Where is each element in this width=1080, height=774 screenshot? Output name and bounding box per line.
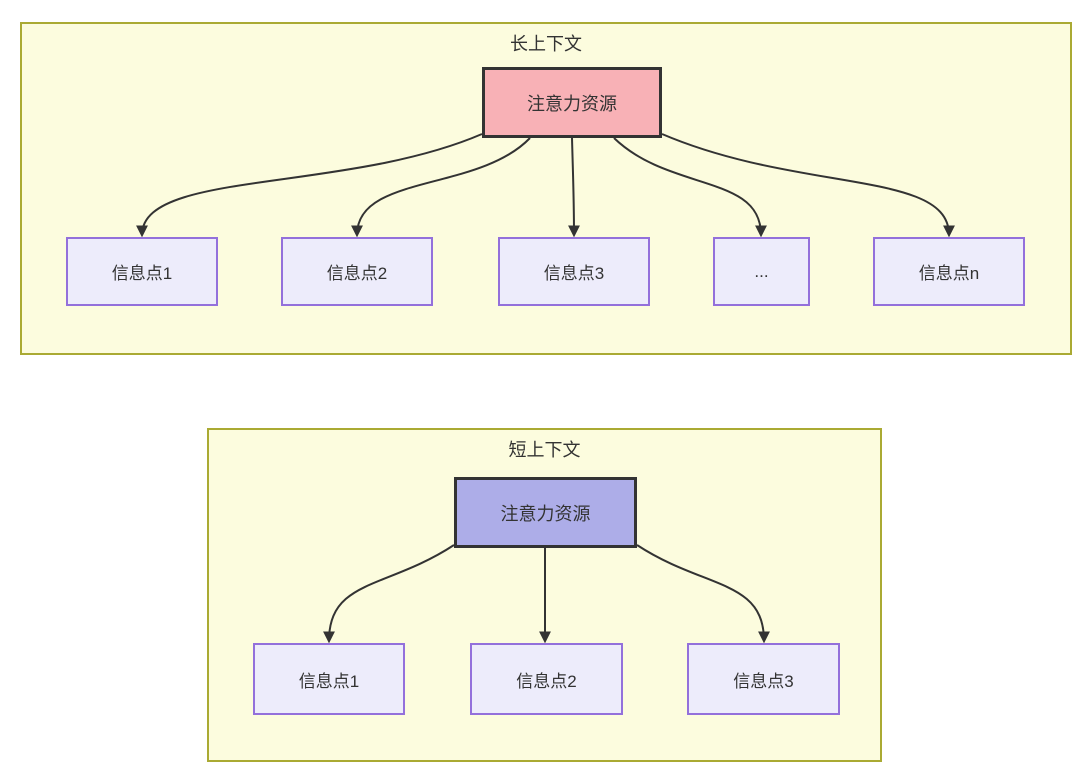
long-context-title: 长上下文: [510, 34, 582, 54]
attention-node-long: 注意力资源: [482, 67, 662, 138]
info-node-short-3: 信息点3: [687, 643, 840, 715]
info-node-long-n: 信息点n: [873, 237, 1025, 306]
info-node-long-1: 信息点1: [66, 237, 218, 306]
info-node-short-2: 信息点2: [470, 643, 623, 715]
short-context-title: 短上下文: [508, 440, 581, 460]
attention-node-short: 注意力资源: [454, 477, 637, 548]
info-node-short-1: 信息点1: [253, 643, 405, 715]
info-node-long-2: 信息点2: [281, 237, 433, 306]
info-node-long-3: 信息点3: [498, 237, 650, 306]
info-node-long-ellipsis: ...: [713, 237, 810, 306]
